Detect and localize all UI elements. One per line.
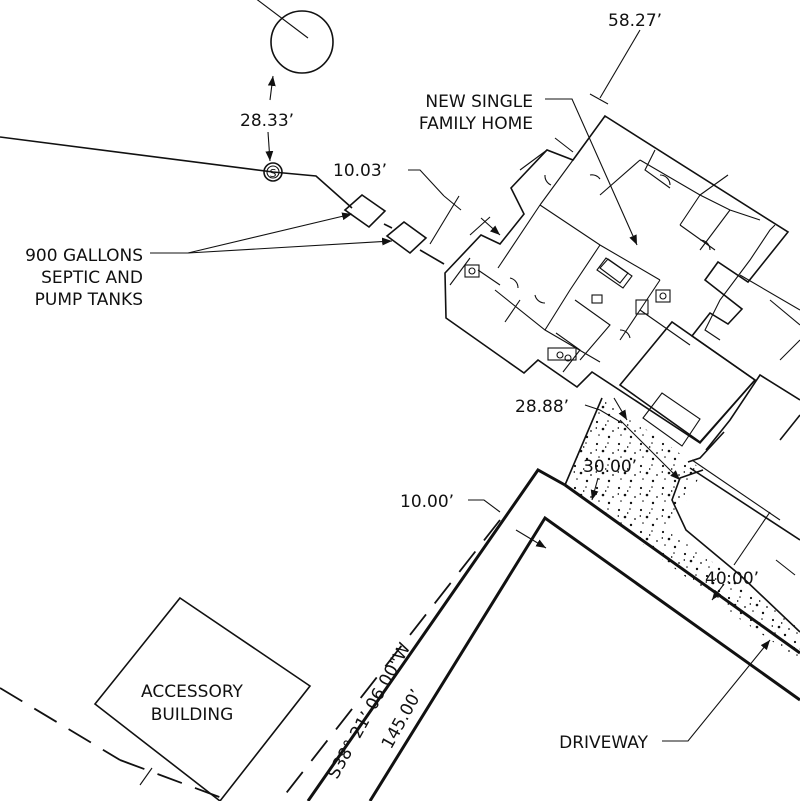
sewer-symbol-label: S bbox=[270, 167, 277, 180]
accessory-label-2: BUILDING bbox=[151, 705, 234, 725]
driveway-callout: DRIVEWAY bbox=[559, 639, 771, 753]
top-dimension: 58.27’ bbox=[589, 11, 662, 105]
driveway-curb bbox=[687, 274, 800, 541]
setback-dimension: 10.00’ bbox=[139, 492, 547, 786]
sewer-line bbox=[0, 136, 445, 265]
accessory-label-1: ACCESSORY bbox=[141, 682, 243, 702]
property-bearing-label: S38° 21’ 06.00"W 145.00’ bbox=[324, 640, 427, 783]
septic-label-3: PUMP TANKS bbox=[35, 290, 143, 310]
well-circle bbox=[256, 0, 334, 74]
setback-line bbox=[0, 519, 501, 801]
driveway-dimensions: 28.88’ 30.00’ 40.00’ bbox=[515, 397, 796, 601]
new-single-family-home bbox=[444, 114, 790, 447]
septic-tanks bbox=[343, 193, 428, 255]
property-line-inner bbox=[368, 515, 800, 801]
septic-label-2: SEPTIC AND bbox=[41, 268, 143, 288]
dim-setback-text: 10.00’ bbox=[400, 492, 454, 512]
accessory-building: ACCESSORY BUILDING bbox=[93, 596, 312, 801]
home-label-2: FAMILY HOME bbox=[419, 114, 533, 134]
driveway-gravel bbox=[564, 397, 800, 660]
dim-drive-40-text: 40.00’ bbox=[705, 569, 759, 589]
septic-label-1: 900 GALLONS bbox=[25, 246, 143, 266]
dim-house-drive-text: 28.88’ bbox=[515, 397, 569, 417]
home-callout: NEW SINGLE FAMILY HOME bbox=[419, 92, 638, 246]
sewer-cleanout-symbol: S bbox=[263, 162, 283, 182]
home-label-1: NEW SINGLE bbox=[425, 92, 533, 112]
driveway-label: DRIVEWAY bbox=[559, 733, 648, 753]
dim-tank-text: 10.03’ bbox=[333, 161, 387, 181]
septic-callout: 900 GALLONS SEPTIC AND PUMP TANKS bbox=[25, 212, 393, 310]
tank-distance-dimension: 10.03’ bbox=[333, 161, 501, 245]
dim-drive-30-text: 30.00’ bbox=[583, 457, 637, 477]
dim-well-text: 28.33’ bbox=[240, 111, 294, 131]
well-distance-dimension: 28.33’ bbox=[240, 75, 294, 162]
dim-top-text: 58.27’ bbox=[608, 11, 662, 31]
property-line-outer bbox=[306, 468, 800, 801]
